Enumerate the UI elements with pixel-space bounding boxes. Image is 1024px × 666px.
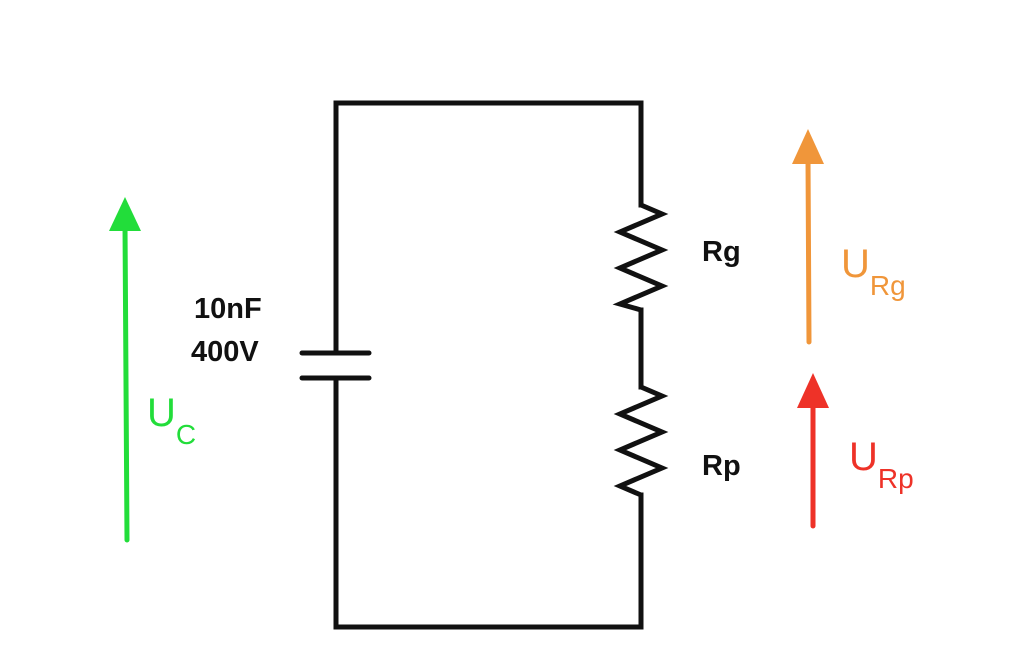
uc-arrow-shaft (122, 222, 130, 543)
urg-arrow-head (792, 129, 824, 164)
urg-label-subscript: Rg (870, 270, 906, 301)
capacitor-symbol (299, 350, 372, 381)
urp-voltage-arrow (797, 373, 829, 529)
urp-label-main: U (849, 435, 878, 479)
left-wire-top (333, 100, 644, 356)
resistor-rg-label: Rg (702, 236, 741, 268)
uc-voltage-label: UC (147, 391, 196, 450)
urg-voltage-arrow (792, 129, 824, 345)
resistor-rp-label: Rp (702, 450, 741, 482)
urg-voltage-label: URg (841, 242, 906, 301)
capacitor-capacitance-label: 10nF (194, 293, 262, 325)
resistor-rp-symbol (613, 384, 669, 498)
uc-label-subscript: C (176, 419, 196, 450)
uc-label-main: U (147, 391, 176, 435)
urg-label-main: U (841, 242, 870, 286)
left-wire-bottom (333, 375, 644, 630)
circuit-wires (333, 100, 644, 630)
urp-label-subscript: Rp (878, 463, 914, 494)
urg-arrow-shaft (805, 155, 812, 345)
capacitor-voltage-label: 400V (191, 336, 259, 368)
urp-arrow-head (797, 373, 829, 408)
uc-arrow-head (109, 197, 141, 231)
urp-voltage-label: URp (849, 435, 914, 494)
uc-voltage-arrow (109, 197, 141, 543)
resistor-rg-symbol (612, 202, 669, 313)
